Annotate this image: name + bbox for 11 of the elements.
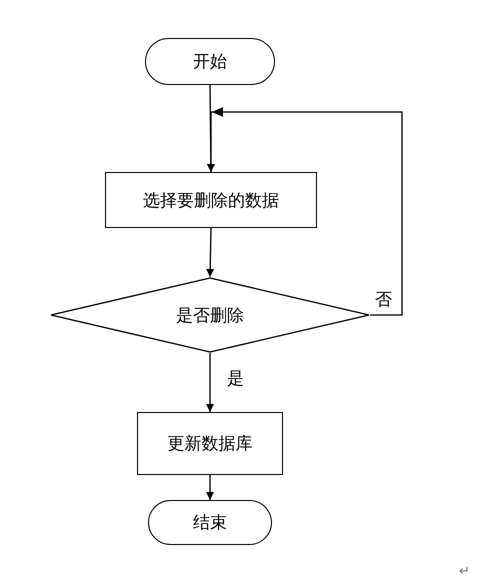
process-box: 更新数据库 <box>137 412 283 475</box>
terminal-box: 开始 <box>145 38 275 85</box>
arrow <box>206 353 214 412</box>
arrow <box>206 228 214 278</box>
edge-label: 否 <box>374 290 393 310</box>
process-box: 选择要删除的数据 <box>105 172 317 228</box>
arrow <box>206 475 214 500</box>
arrow <box>207 107 403 316</box>
decision-diamond: 是否删除 <box>50 277 370 353</box>
terminal-box: 结束 <box>148 500 272 545</box>
edge-label: 是 <box>226 369 245 389</box>
